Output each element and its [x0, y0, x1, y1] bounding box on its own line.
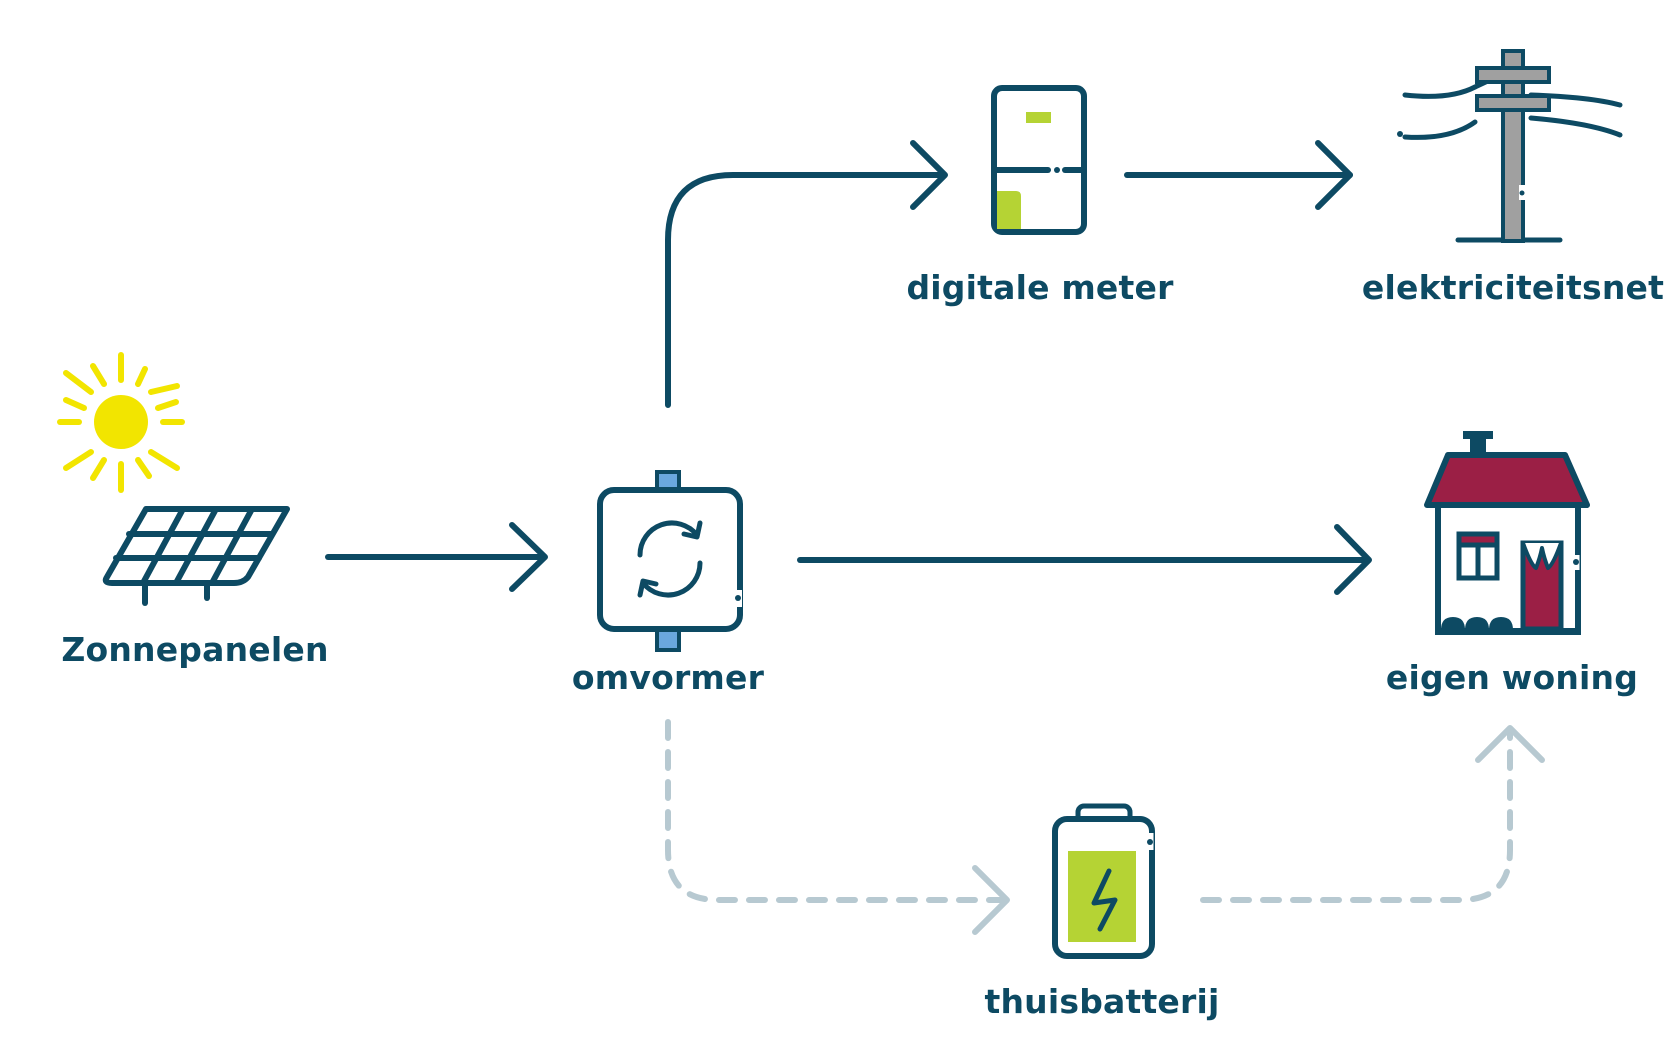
label-electricity-grid: elektriciteitsnet [1361, 268, 1665, 307]
lightning-icon [1091, 868, 1118, 932]
sun-icon [57, 352, 185, 493]
arrow-inverter-to-meter [665, 140, 948, 408]
inverter-icon [597, 470, 743, 652]
arrow-solar-to-inverter [325, 522, 548, 592]
label-own-home: eigen woning [1385, 658, 1639, 697]
label-digital-meter: digitale meter [906, 268, 1174, 307]
label-inverter: omvormer [571, 658, 765, 697]
refresh-icon [637, 520, 703, 598]
dashed-arrow-inverter-to-battery [665, 719, 1010, 935]
meter-icon [991, 85, 1087, 235]
dashed-arrow-battery-to-home [1200, 725, 1545, 903]
solar-panel-icon [102, 506, 290, 606]
house-icon [1424, 431, 1590, 635]
label-solar-panels: Zonnepanelen [61, 630, 329, 669]
battery-icon [1052, 803, 1155, 959]
arrow-meter-to-grid [1124, 140, 1353, 210]
power-pole-icon [1397, 49, 1623, 243]
arrow-inverter-to-home [797, 524, 1372, 595]
label-home-battery: thuisbatterij [984, 982, 1220, 1021]
